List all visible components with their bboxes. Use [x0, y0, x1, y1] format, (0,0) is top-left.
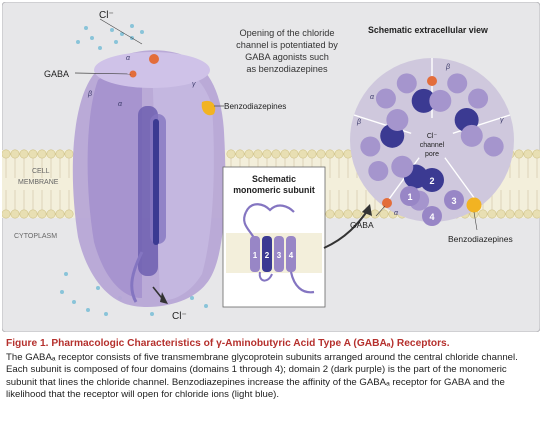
annotation-text: Opening of the chloride channel is poten…: [236, 28, 338, 74]
ring-domain-circle: [429, 89, 452, 112]
pore-label-1: Cl⁻: [427, 133, 438, 140]
subunit-alpha-mid: α: [118, 101, 123, 108]
ring-label-beta-top: β: [445, 64, 450, 71]
ring-label-alpha-left: α: [370, 94, 375, 101]
ring-domain-circle: [460, 124, 483, 147]
gaba-site-ring-bottom: [382, 198, 392, 208]
caption-heading: Pharmacologic Characteristics of γ-Amino…: [51, 338, 450, 349]
ring-label-beta-left: β: [356, 119, 361, 126]
annotation-line-4: as benzodiazepines: [246, 64, 328, 74]
monomer-title-2: monomeric subunit: [233, 185, 315, 195]
pore-center: [410, 118, 454, 162]
caption-body: The GABAₐ receptor consists of five tran…: [6, 352, 518, 401]
domain-label-2: 2: [265, 251, 270, 260]
monomer-panel: Schematic monomeric subunit 1 2 3 4: [222, 166, 326, 308]
ring-domain-label-1: 1: [407, 192, 412, 202]
ring-domain-label-3: 3: [451, 196, 456, 206]
ring-domain-circle: [483, 136, 504, 157]
caption-figure-label: Figure 1.: [6, 338, 49, 349]
ring-domain-circle: [396, 73, 417, 94]
gaba-binding-site-3d-2: [129, 70, 137, 78]
pore-label-3: pore: [425, 151, 439, 158]
chloride-label-top: Cl⁻: [99, 10, 114, 21]
gaba-site-ring-top: [427, 76, 437, 86]
ring-domain-label-2: 2: [429, 176, 434, 186]
ring-domain-circle: [411, 88, 436, 113]
domain-label-4: 4: [289, 251, 294, 260]
benzo-label-left: Benzodiazepines: [224, 102, 286, 111]
gaba-receptor-3d: [72, 50, 226, 308]
ring-label-gamma-right: γ: [500, 117, 504, 124]
view-arrow: [323, 209, 369, 249]
domain-1: [250, 236, 260, 272]
domain-4-highlight: [422, 206, 442, 226]
benzodiazepine-site-3d: [201, 100, 216, 116]
benzo-site-ring: [466, 197, 482, 213]
ring-domain-circle: [468, 88, 489, 109]
ring-label-alpha-bottom: α: [394, 210, 399, 217]
annotation-line-2: channel is potentiated by: [236, 40, 338, 50]
domain-3: [274, 236, 284, 272]
ring-domain-circle: [375, 88, 396, 109]
gaba-label-left: GABA: [44, 69, 69, 79]
domain-2: [262, 236, 272, 272]
subunit-beta-left: β: [87, 91, 92, 98]
figure-caption: Figure 1. Pharmacologic Characteristics …: [2, 334, 540, 423]
subunit-gamma: γ: [192, 81, 196, 88]
extracellular-view: Cl⁻ channel pore 2 1 3 4 β α β γ α: [350, 58, 514, 226]
annotation-line-1: Opening of the chloride: [239, 28, 334, 38]
domain-label-1: 1: [253, 251, 258, 260]
domain-2-highlight: [420, 168, 444, 192]
gaba-binding-site-3d: [149, 54, 159, 64]
ring-domain-circle: [386, 109, 409, 131]
receptor-figure: Cl⁻ GABA Benzodiazepines α β α γ Opening…: [2, 2, 540, 332]
cell-membrane-label-2: MEMBRANE: [18, 179, 59, 186]
cell-membrane-label-1: CELL: [32, 168, 50, 175]
ring-domain-circle: [368, 161, 389, 181]
domain-4: [286, 236, 296, 272]
domain-label-3: 3: [277, 251, 282, 260]
domain-1-highlight: [400, 186, 420, 206]
ring-domain-label-4: 4: [429, 212, 434, 222]
caption-title: Figure 1. Pharmacologic Characteristics …: [6, 337, 536, 350]
ring-domain-circle: [447, 73, 468, 94]
subunit-alpha-top: α: [126, 55, 131, 62]
ring-domain-circle: [360, 136, 381, 157]
monomer-title-1: Schematic: [252, 174, 296, 184]
annotation-line-3: GABA agonists such: [245, 52, 329, 62]
ring-domain-circle: [391, 155, 414, 178]
pore-label-2: channel: [420, 142, 445, 149]
benzo-label-right: Benzodiazepines: [448, 234, 513, 244]
chloride-label-bottom: Cl⁻: [172, 311, 187, 322]
extracellular-title: Schematic extracellular view: [368, 25, 488, 35]
domain-3-highlight: [444, 190, 464, 210]
gaba-label-right: GABA: [350, 220, 374, 230]
cytoplasm-label: CYTOPLASM: [14, 233, 57, 240]
